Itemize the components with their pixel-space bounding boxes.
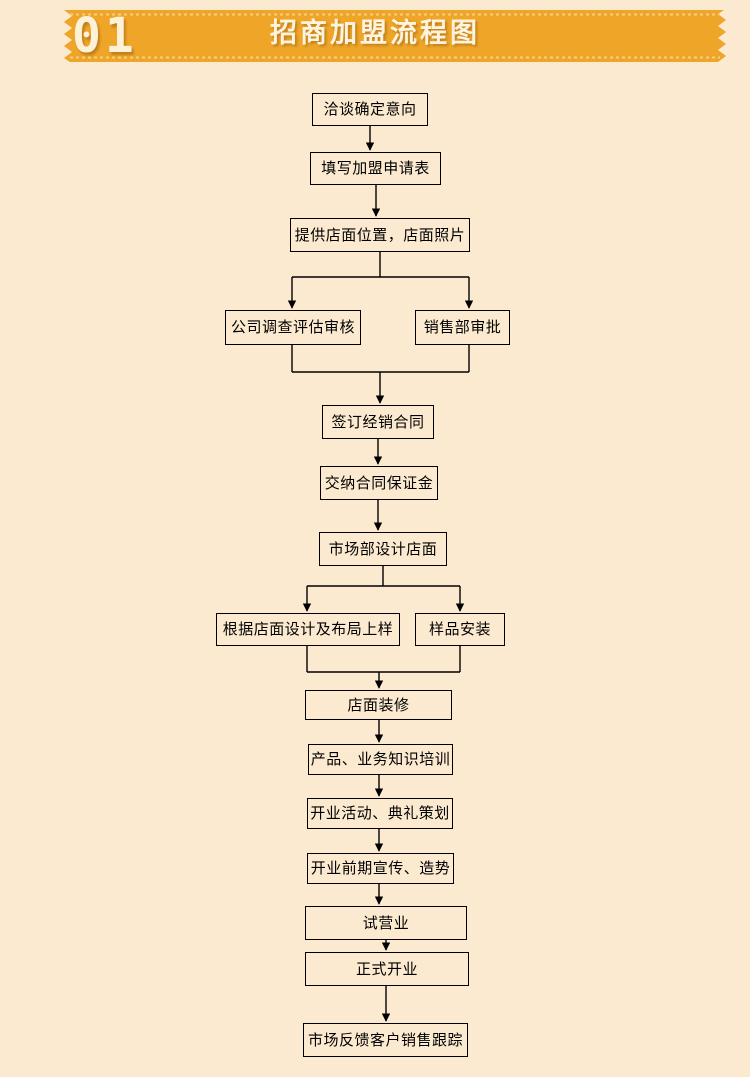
flow-node-5[interactable]: 销售部审批: [415, 310, 510, 345]
flow-node-14[interactable]: 开业前期宣传、造势: [307, 853, 454, 884]
flowchart-connectors: [287, 126, 474, 1022]
flow-node-12[interactable]: 产品、业务知识培训: [308, 744, 453, 775]
flow-node-13[interactable]: 开业活动、典礼策划: [307, 798, 453, 829]
banner-ribbon: [64, 10, 726, 62]
flow-node-2[interactable]: 填写加盟申请表: [310, 152, 441, 185]
flow-node-8[interactable]: 市场部设计店面: [319, 532, 447, 566]
page-title: 招商加盟流程图: [270, 18, 480, 49]
flow-node-16[interactable]: 正式开业: [305, 952, 469, 986]
flow-node-6[interactable]: 签订经销合同: [322, 405, 434, 439]
flow-node-15[interactable]: 试营业: [305, 906, 467, 940]
flow-node-11[interactable]: 店面装修: [305, 690, 452, 720]
flow-node-17[interactable]: 市场反馈客户销售跟踪: [303, 1023, 468, 1057]
flowchart: 洽谈确定意向 填写加盟申请表 提供店面位置，店面照片 公司调查评估审核 销售部审…: [0, 78, 750, 1077]
section-number: 01: [72, 8, 138, 64]
flow-node-10[interactable]: 样品安装: [415, 613, 505, 646]
header-banner: 01 招商加盟流程图: [0, 0, 750, 78]
flow-node-4[interactable]: 公司调查评估审核: [225, 310, 361, 345]
flow-node-1[interactable]: 洽谈确定意向: [312, 93, 428, 126]
flow-node-3[interactable]: 提供店面位置，店面照片: [290, 218, 470, 252]
flow-node-9[interactable]: 根据店面设计及布局上样: [216, 613, 400, 646]
flow-node-7[interactable]: 交纳合同保证金: [320, 466, 438, 500]
banner-shape: [64, 10, 726, 62]
